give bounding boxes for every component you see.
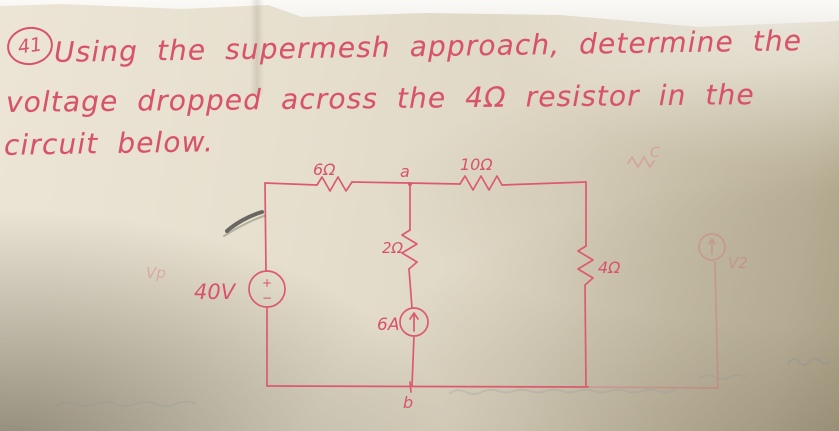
wire-bottom-faint-extension — [587, 261, 719, 389]
wire-left-upper — [264, 182, 267, 272]
node-a-label: a — [400, 162, 410, 181]
faint-top-right-zigzag — [627, 156, 655, 168]
faint-source-circle — [698, 233, 726, 261]
faint-left-label: Vp — [146, 264, 166, 282]
node-b-label: b — [403, 393, 413, 412]
pencil-smudge-stroke — [225, 210, 264, 233]
resistor-2ohm-zigzag — [401, 229, 418, 270]
voltage-source-plus: + — [262, 276, 272, 290]
resistor-10ohm-zigzag — [459, 175, 503, 191]
node-b-tick — [409, 381, 412, 393]
bleed-squiggle-bottom-center — [449, 388, 675, 395]
bleed-squiggle-bottom-right — [787, 357, 831, 366]
resistor-2ohm-label: 2Ω — [382, 239, 404, 257]
bleed-squiggle-mid-right — [699, 374, 746, 380]
pencil-smudge-echo — [223, 215, 265, 237]
ink-bleed-squiggles — [54, 357, 831, 407]
faint-source-arrow — [708, 238, 716, 255]
wire-top-left — [264, 182, 318, 186]
wire-top-mid — [351, 181, 461, 185]
wire-middle-mid — [408, 268, 413, 309]
faint-reverse-side-marks: V2 Vp C — [146, 145, 748, 282]
circuit-diagram: 6Ω a 10Ω 2Ω 4Ω 40V + − 6A b — [194, 155, 719, 412]
resistor-4ohm-label: 4Ω — [598, 258, 621, 277]
faint-right-label: V2 — [728, 254, 748, 272]
current-source-arrow-head — [409, 312, 419, 320]
resistor-6ohm-label: 6Ω — [313, 160, 336, 179]
voltage-source-minus: − — [262, 291, 272, 305]
resistor-4ohm-zigzag — [577, 245, 594, 286]
current-source-label: 6A — [377, 315, 399, 335]
faint-top-right-label: C — [650, 145, 660, 161]
pencil-smudge — [223, 210, 265, 237]
resistor-10ohm-label: 10Ω — [460, 155, 493, 174]
wire-right-lower — [584, 284, 587, 387]
node-a-dot — [408, 182, 412, 186]
voltage-source-label: 40V — [194, 280, 237, 304]
resistor-6ohm-zigzag — [316, 176, 353, 192]
wire-bottom — [266, 385, 589, 388]
wire-middle-lower — [411, 335, 415, 387]
wire-top-right — [501, 181, 587, 186]
paper-crease — [250, 0, 264, 95]
bleed-squiggle-bottom-left — [54, 400, 196, 407]
